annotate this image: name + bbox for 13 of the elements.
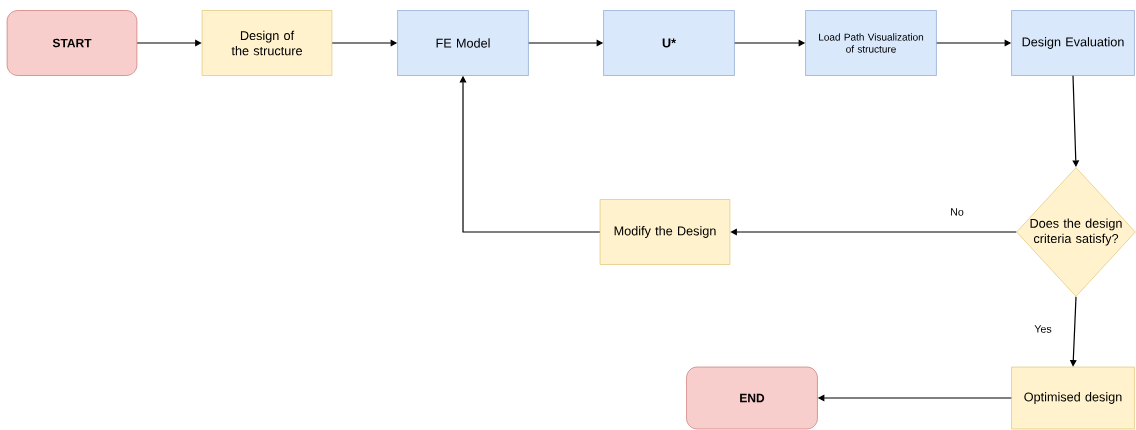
edge-label: Yes bbox=[1032, 323, 1054, 335]
arrow bbox=[730, 228, 1017, 236]
process-box: U* bbox=[603, 10, 735, 76]
process-box: Design of the structure bbox=[201, 10, 333, 76]
arrow bbox=[136, 39, 202, 47]
process-box: Modify the Design bbox=[599, 199, 731, 265]
edge-label: No bbox=[948, 206, 966, 218]
process-box: FE Model bbox=[397, 10, 529, 76]
terminal-box: END bbox=[686, 366, 818, 430]
process-box: Design Evaluation bbox=[1011, 10, 1135, 76]
process-box: Optimised design bbox=[1011, 366, 1135, 430]
terminal-box: START bbox=[6, 10, 138, 76]
process-box: Load Path Visualization of structure bbox=[805, 10, 937, 76]
